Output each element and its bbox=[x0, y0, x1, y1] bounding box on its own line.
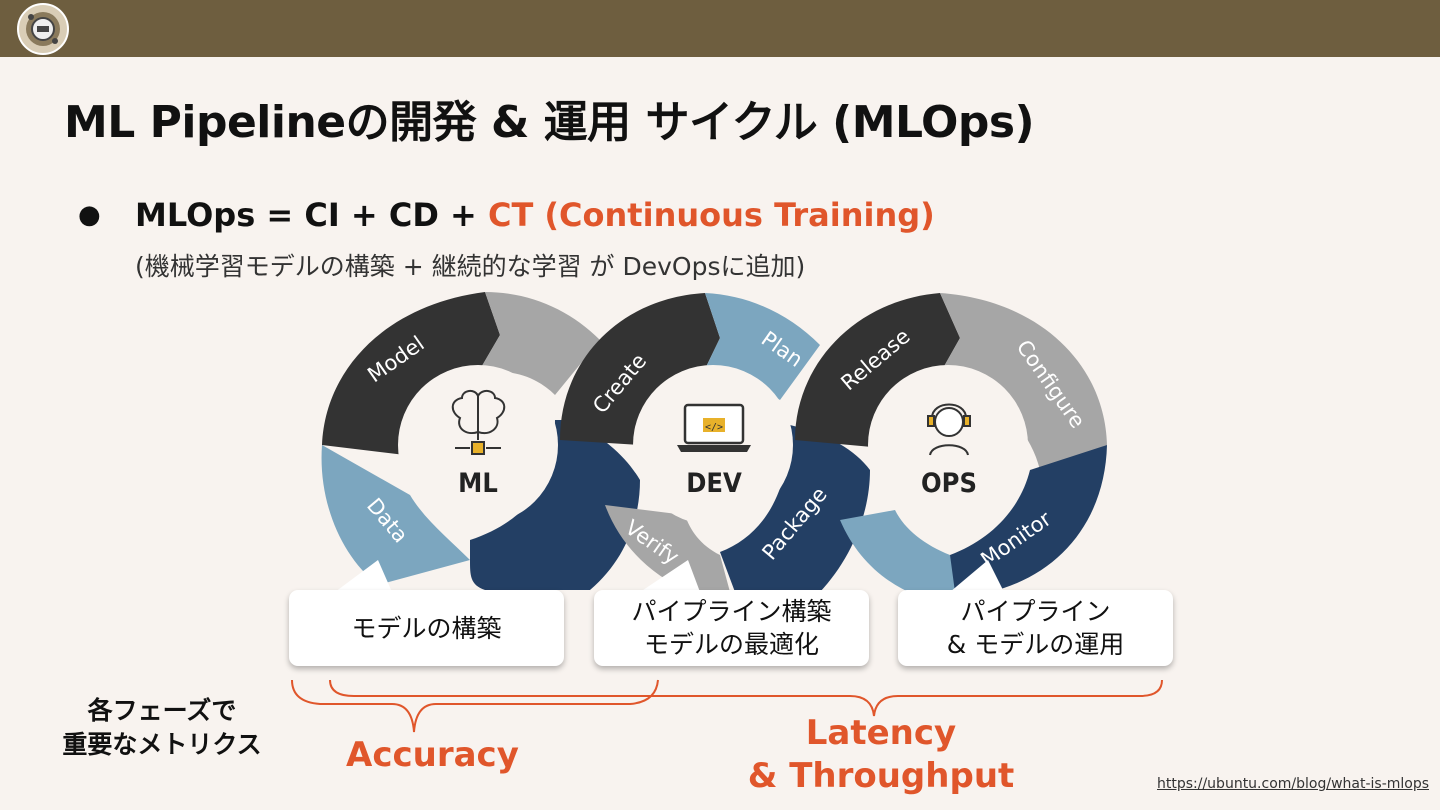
segment-release bbox=[795, 293, 960, 447]
segment-configure bbox=[925, 293, 1107, 470]
segment-create bbox=[560, 293, 720, 445]
header-bar bbox=[0, 0, 1440, 57]
source-link[interactable]: https://ubuntu.com/blog/what-is-mlops bbox=[1157, 776, 1430, 792]
hub-label-dev: DEV bbox=[686, 468, 742, 499]
segment-ops-lightblue bbox=[840, 510, 960, 595]
hub-label-ops: OPS bbox=[921, 468, 977, 499]
mlops-cycle-diagram: Model Data Create Verify Plan Package Re… bbox=[321, 292, 1107, 595]
segment-model bbox=[322, 292, 500, 455]
bullet-formula: MLOps = CI + CD + CT (Continuous Trainin… bbox=[135, 196, 935, 234]
metrics-label: 各フェーズで 重要なメトリクス bbox=[52, 694, 272, 762]
metric-brackets bbox=[291, 679, 1163, 733]
metrics-label-line2: 重要なメトリクス bbox=[62, 730, 262, 759]
bracket-latency bbox=[329, 679, 1163, 717]
callout-model-build: モデルの構築 bbox=[289, 590, 564, 666]
callout-operations: パイプライン & モデルの運用 bbox=[898, 590, 1173, 666]
metric-latency: Latency & Throughput bbox=[740, 712, 1022, 798]
brain-chip-icon bbox=[451, 390, 506, 455]
segment-ml-navy bbox=[470, 420, 640, 590]
bracket-accuracy bbox=[291, 679, 659, 733]
metric-accuracy: Accuracy bbox=[346, 735, 519, 775]
metrics-label-line1: 各フェーズで bbox=[87, 696, 237, 725]
callout-pointer-3 bbox=[950, 560, 1004, 592]
metric-latency-line1: Latency bbox=[805, 713, 957, 753]
segment-monitor bbox=[950, 445, 1107, 592]
logo-icon bbox=[17, 3, 69, 55]
bullet-subtext: (機械学習モデルの構築 + 継続的な学習 が DevOpsに追加) bbox=[135, 252, 806, 281]
slide-title: ML Pipelineの開発 & 運用 サイクル (MLOps) bbox=[64, 97, 1035, 148]
svg-text:</>: </> bbox=[705, 422, 723, 433]
callout-pointer-2 bbox=[640, 560, 700, 592]
callout-pointer-1 bbox=[335, 560, 392, 592]
metric-latency-line2: & Throughput bbox=[747, 756, 1015, 796]
formula-highlight: CT (Continuous Training) bbox=[487, 196, 935, 234]
hub-label-ml: ML bbox=[458, 468, 498, 499]
formula-prefix: MLOps = CI + CD + bbox=[135, 196, 488, 234]
bullet-marker: ● bbox=[78, 200, 101, 230]
support-agent-icon bbox=[927, 403, 971, 456]
segment-package bbox=[720, 425, 870, 592]
segment-verify bbox=[605, 505, 730, 592]
segment-data bbox=[321, 445, 470, 585]
callout-pipeline-build: パイプライン構築 モデルの最適化 bbox=[594, 590, 869, 666]
laptop-code-icon: </> bbox=[677, 403, 751, 452]
